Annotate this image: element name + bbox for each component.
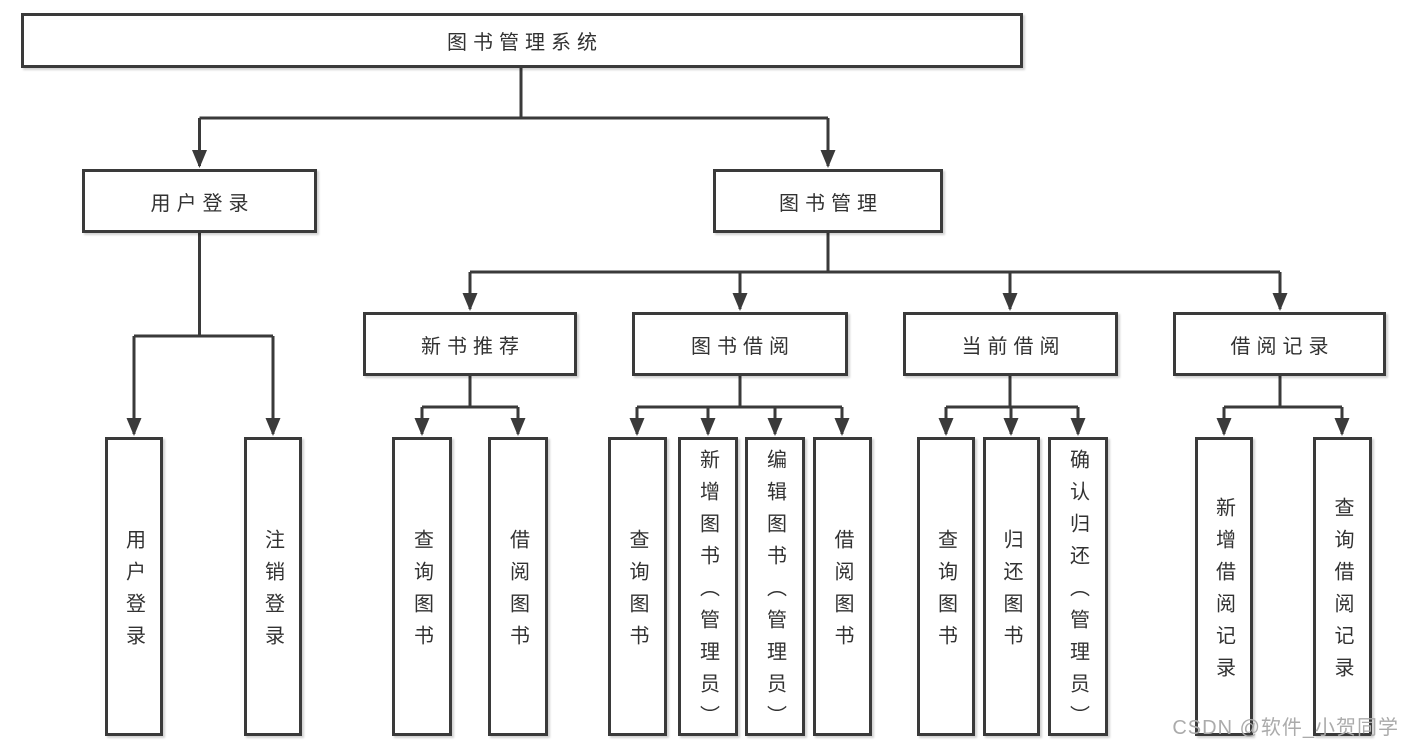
node-label: 用户登录 xyxy=(150,192,255,215)
node-borrowing-records: 借阅记录 xyxy=(1173,312,1386,376)
node-label: 编辑图书（管理员） xyxy=(763,448,786,737)
node-borrow-books-1: 借阅图书 xyxy=(488,437,548,736)
node-query-books-3: 查询图书 xyxy=(917,437,975,736)
node-label: 确认归还（管理员） xyxy=(1066,448,1089,737)
node-label: 借阅图书 xyxy=(831,528,853,657)
connector-arrows xyxy=(126,118,1350,436)
node-label: 查询图书 xyxy=(626,528,648,657)
node-label: 用户登录 xyxy=(122,528,145,657)
node-edit-books-admin: 编辑图书（管理员） xyxy=(745,437,805,737)
node-return-books: 归还图书 xyxy=(983,437,1040,736)
connector-rails xyxy=(134,68,1342,409)
node-label: 新书推荐 xyxy=(421,335,525,358)
node-label: 新增借阅记录 xyxy=(1212,496,1235,689)
node-label: 查询图书 xyxy=(934,528,957,657)
node-query-books-1: 查询图书 xyxy=(392,437,452,736)
node-query-books-2: 查询图书 xyxy=(608,437,667,736)
csdn-watermark: CSDN @软件_小贺同学 xyxy=(1172,717,1399,739)
node-label: 注销登录 xyxy=(261,528,284,657)
node-new-book-recommend: 新书推荐 xyxy=(363,312,577,376)
node-label: 查询借阅记录 xyxy=(1331,496,1353,689)
node-book-management: 图书管理 xyxy=(713,169,943,233)
node-book-borrowing: 图书借阅 xyxy=(632,312,848,376)
node-label: 借阅图书 xyxy=(506,528,529,657)
node-label: 图书管理 xyxy=(779,192,883,215)
node-current-borrowing: 当前借阅 xyxy=(903,312,1118,376)
node-label: 查询图书 xyxy=(410,528,433,657)
node-borrow-books-2: 借阅图书 xyxy=(813,437,872,736)
node-label: 归还图书 xyxy=(1000,528,1022,657)
node-label: 新增图书（管理员） xyxy=(696,448,719,737)
node-add-books-admin: 新增图书（管理员） xyxy=(678,437,738,737)
node-label: 图书借阅 xyxy=(691,335,795,358)
node-label: 图书管理系统 xyxy=(447,32,603,54)
node-user-login-op: 用户登录 xyxy=(105,437,163,736)
node-add-borrow-record: 新增借阅记录 xyxy=(1195,437,1253,736)
node-library-system: 图书管理系统 xyxy=(21,13,1023,68)
node-confirm-return-admin: 确认归还（管理员） xyxy=(1048,437,1108,737)
node-logout: 注销登录 xyxy=(244,437,302,736)
node-query-borrow-record: 查询借阅记录 xyxy=(1313,437,1372,736)
node-label: 借阅记录 xyxy=(1230,335,1335,358)
node-user-login: 用户登录 xyxy=(82,169,317,233)
node-label: 当前借阅 xyxy=(961,335,1066,358)
